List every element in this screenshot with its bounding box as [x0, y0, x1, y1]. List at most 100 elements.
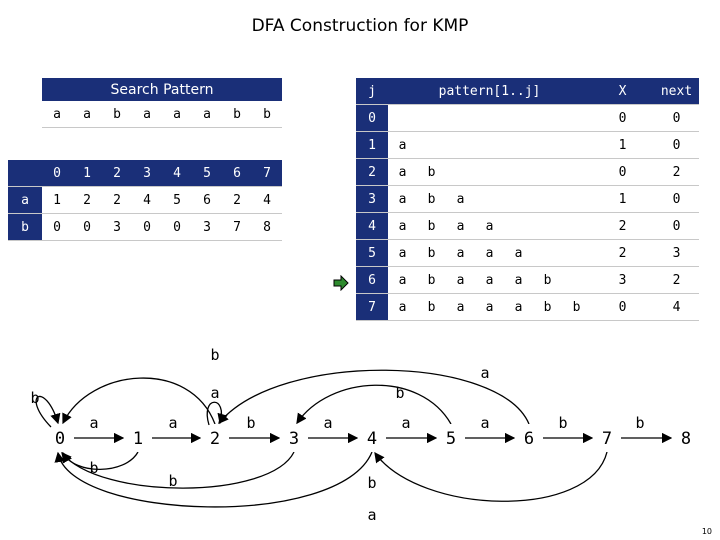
dfa-state-header: 2 [102, 160, 132, 187]
pattern-prefix-char [475, 158, 504, 186]
pattern-prefix-char: a [475, 239, 504, 267]
dfa-state-header: 7 [252, 160, 282, 187]
j-cell: 1 [356, 131, 388, 159]
back-edge-label: b [168, 472, 177, 490]
dfa-cell: 2 [72, 186, 102, 214]
back-edge-label: b [395, 384, 404, 402]
pattern-prefix-char: a [504, 266, 533, 294]
j-cell: 4 [356, 212, 388, 240]
pattern-prefix-char: b [533, 266, 562, 294]
forward-edge-label: a [168, 414, 177, 432]
state-label: 6 [524, 429, 534, 449]
pattern-table-header-row: j pattern[1..j] X next [356, 78, 699, 105]
pattern-prefix-char [446, 104, 475, 132]
dfa-cell: 0 [162, 213, 192, 241]
state-label: 8 [681, 429, 691, 449]
back-edge-label: b [89, 459, 98, 477]
pattern-prefix-char: a [388, 131, 417, 159]
dfa-state-header: 3 [132, 160, 162, 187]
x-cell: 2 [591, 239, 654, 267]
pattern-prefix-char [504, 104, 533, 132]
pattern-prefix-char [475, 104, 504, 132]
pattern-char: a [132, 101, 162, 128]
pattern-prefix-char: b [417, 158, 446, 186]
current-row-arrow-icon [333, 275, 349, 291]
pattern-prefix-char [475, 185, 504, 213]
pattern-prefix-char [475, 131, 504, 159]
next-cell: 2 [654, 158, 699, 186]
back-edge [61, 451, 295, 489]
forward-edge-label: b [246, 414, 255, 432]
dfa-cell: 3 [102, 213, 132, 241]
j-cell: 2 [356, 158, 388, 186]
pattern-prefix-char: a [504, 293, 533, 321]
forward-edge-label: a [401, 414, 410, 432]
dfa-cell: 3 [192, 213, 222, 241]
pattern-prefix-char [504, 158, 533, 186]
back-edge-label: b [367, 474, 376, 492]
j-cell: 3 [356, 185, 388, 213]
pattern-prefix-char: a [388, 293, 417, 321]
dfa-cell: 6 [192, 186, 222, 214]
pattern-prefix-char [417, 131, 446, 159]
j-cell: 7 [356, 293, 388, 321]
state-label: 1 [133, 429, 143, 449]
x-cell: 1 [591, 131, 654, 159]
back-edge [296, 384, 452, 425]
pattern-char: a [192, 101, 222, 128]
pattern-prefix-char: a [475, 212, 504, 240]
j-cell: 5 [356, 239, 388, 267]
pattern-prefix-char: a [388, 212, 417, 240]
self-loop-label: b [30, 389, 39, 407]
next-cell: 0 [654, 212, 699, 240]
pattern-prefix-char: b [417, 266, 446, 294]
state-label: 0 [55, 429, 65, 449]
dfa-cell: 0 [132, 213, 162, 241]
pattern-char: b [102, 101, 132, 128]
pattern-prefix-char: a [388, 185, 417, 213]
next-cell: 0 [654, 185, 699, 213]
pattern-prefix-char [446, 158, 475, 186]
pattern-prefix-char [562, 104, 591, 132]
pattern-prefix-char [562, 239, 591, 267]
back-edge-label: a [367, 506, 376, 524]
dfa-state-header-row: 0 1 2 3 4 5 6 7 [8, 160, 282, 187]
back-edge-label: b [210, 346, 219, 364]
dfa-state-header: 0 [42, 160, 72, 187]
forward-edge-label: a [89, 414, 98, 432]
pattern-prefix-char [562, 266, 591, 294]
state-label: 3 [289, 429, 299, 449]
next-cell: 3 [654, 239, 699, 267]
forward-edge-label: b [558, 414, 567, 432]
self-loop-label: a [210, 384, 219, 402]
pattern-char: a [72, 101, 102, 128]
x-cell: 2 [591, 212, 654, 240]
search-pattern-header: Search Pattern [42, 78, 282, 101]
self-loop-edge [35, 395, 61, 428]
pattern-char: b [222, 101, 252, 128]
back-edge [54, 451, 373, 508]
state-node [437, 424, 465, 452]
pattern-prefix-char: a [446, 266, 475, 294]
state-node [593, 424, 621, 452]
pattern-prefix-char [533, 158, 562, 186]
state-node [358, 424, 386, 452]
pattern-prefix-char: a [475, 266, 504, 294]
pattern-prefix-char: a [446, 185, 475, 213]
dfa-cell: 2 [102, 186, 132, 214]
dfa-cell: 5 [162, 186, 192, 214]
pattern-prefix-char: a [388, 239, 417, 267]
next-cell: 0 [654, 104, 699, 132]
pattern-prefix-char: a [446, 293, 475, 321]
next-cell: 4 [654, 293, 699, 321]
j-cell: 6 [356, 266, 388, 294]
state-label: 7 [602, 429, 612, 449]
pattern-prefix-char: a [504, 239, 533, 267]
dfa-cell: 8 [252, 213, 282, 241]
forward-edge-label: a [480, 414, 489, 432]
